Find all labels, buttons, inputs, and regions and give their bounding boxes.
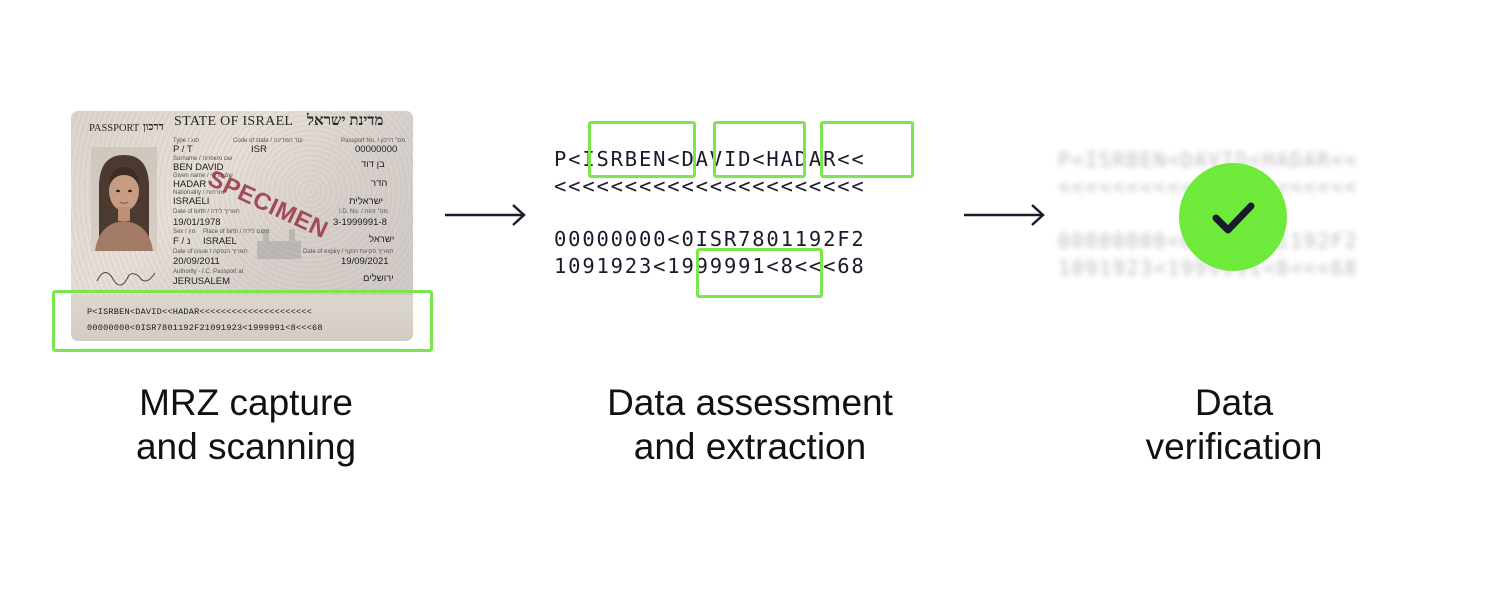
extracted-mrz-line-1: P<ISRBEN<DAVID<HADAR<< xyxy=(554,147,866,171)
passport-mrz-line-1: P<ISRBEN<DAVID<<HADAR<<<<<<<<<<<<<<<<<<<… xyxy=(87,307,312,317)
passport-number-value: 00000000 xyxy=(355,144,398,155)
verified-mrz-line-4: 1091923<1999991<8<<<68 xyxy=(1058,256,1359,280)
place-of-birth-value-he: ישראל xyxy=(369,234,395,245)
second-name-highlight-box xyxy=(820,121,914,178)
verified-badge xyxy=(1179,163,1287,271)
passport-mrz-line-2: 00000000<0ISR7801192F21091923<1999991<8<… xyxy=(87,323,323,333)
country-code-value: ISR xyxy=(251,144,267,155)
surname-value: BEN DAVID xyxy=(173,162,224,173)
mrz-highlight-box xyxy=(52,290,433,352)
check-icon xyxy=(1212,202,1255,234)
extracted-mrz-line-4: 1091923<1999991<8<<<68 xyxy=(554,254,866,278)
passport-label-he: דרכון xyxy=(143,122,164,133)
date-of-expiry-value: 19/09/2021 xyxy=(341,256,389,267)
given-name-value: HADAR xyxy=(173,179,207,190)
given-name-highlight-box xyxy=(713,121,806,178)
extracted-mrz-line-2: <<<<<<<<<<<<<<<<<<<<<< xyxy=(554,174,866,198)
surname-value-he: בן דוד xyxy=(361,159,385,170)
authority-value-he: ירושלים xyxy=(363,273,394,284)
nationality-value: ISRAELI xyxy=(173,196,210,207)
step-caption-extraction: Data assessment and extraction xyxy=(607,382,893,467)
country-title: STATE OF ISRAEL xyxy=(174,114,294,129)
date-of-birth-value: 19/01/1978 xyxy=(173,217,221,228)
arrow-right-icon xyxy=(964,204,1045,226)
authority-value: JERUSALEM xyxy=(173,276,231,287)
passport-image: PASSPORT דרכון STATE OF ISRAEL מדינת ישר… xyxy=(71,111,413,341)
place-of-birth-value: ISRAEL xyxy=(203,236,237,247)
passport-label: PASSPORT xyxy=(89,123,140,134)
id-number-highlight-box xyxy=(696,248,823,298)
id-number-value: 3-1999991-8 xyxy=(333,217,387,228)
sex-value: F / נ xyxy=(173,236,191,247)
given-name-value-he: הדר xyxy=(371,178,388,189)
country-title-he: מדינת ישראל xyxy=(307,113,384,129)
date-of-issue-value: 20/09/2011 xyxy=(173,256,220,267)
emblem-icon xyxy=(257,229,301,259)
type-value: P / T xyxy=(173,144,193,155)
signature xyxy=(96,272,156,286)
extracted-mrz-line-3: 00000000<0ISR7801192F2 xyxy=(554,227,866,251)
surname-highlight-box xyxy=(588,121,696,178)
step-caption-capture: MRZ capture and scanning xyxy=(135,382,357,467)
holder-photo xyxy=(91,147,157,251)
step-caption-verification: Data verification xyxy=(1145,382,1323,467)
nationality-value-he: ישראלית xyxy=(349,196,384,207)
arrow-right-icon xyxy=(445,204,526,226)
verified-mrz-line-1: P<ISRBEN<DAVID<HADAR<< xyxy=(1058,148,1359,172)
